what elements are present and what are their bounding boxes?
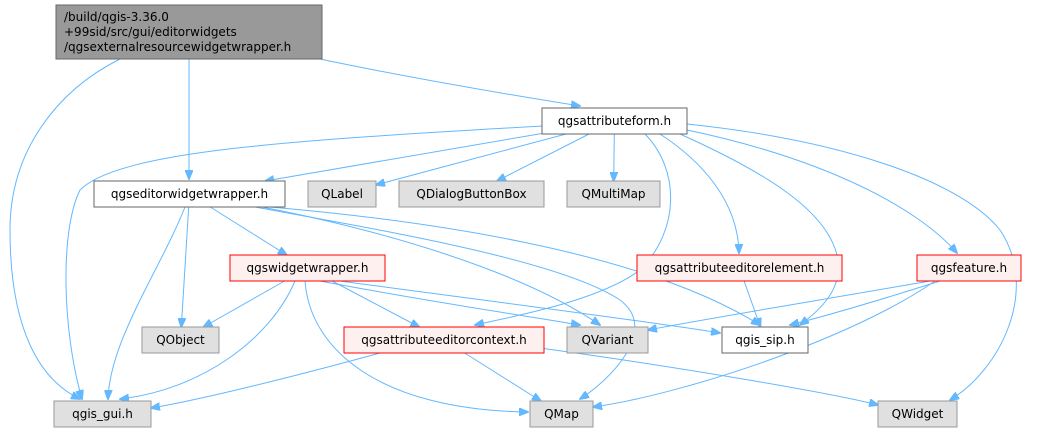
edge-feature-to-qmap <box>593 280 936 407</box>
edge-attributeeditorcontext-to-qgis_gui <box>151 352 381 408</box>
node-label: qgseditorwidgetwrapper.h <box>111 187 268 201</box>
edge-root-to-qgis_gui <box>9 58 121 399</box>
edge-widgetwrapper-to-qobject <box>203 280 285 327</box>
edge-root-to-attributeform <box>319 58 580 106</box>
nodes-layer: /build/qgis-3.36.0+99sid/src/gui/editorw… <box>53 4 1022 428</box>
edge-attributeform-to-feature <box>686 129 957 253</box>
node-box <box>721 326 809 354</box>
node-attributeform[interactable]: qgsattributeform.h <box>541 107 688 135</box>
edge-editorwidgetwrapper-to-qgis_gui <box>108 206 186 399</box>
edge-attributeform-to-qgis_gui <box>65 125 543 399</box>
node-label: QMap <box>544 407 579 421</box>
edge-attributeform-to-editorwidgetwrapper <box>265 132 543 181</box>
node-label: /build/qgis-3.36.0 <box>64 10 169 24</box>
edge-widgetwrapper-to-qmap <box>304 280 528 412</box>
node-qmap[interactable]: QMap <box>529 400 594 428</box>
node-feature[interactable]: qgsfeature.h <box>916 254 1022 282</box>
node-editorwidgetwrapper[interactable]: qgseditorwidgetwrapper.h <box>93 180 286 208</box>
edge-widgetwrapper-to-qvariant <box>319 280 580 325</box>
edge-attributeform-to-attributeeditorcontext <box>475 133 672 325</box>
node-qgis_sip[interactable]: qgis_sip.h <box>721 326 809 354</box>
node-box <box>636 254 843 282</box>
node-label: qgsattributeeditorelement.h <box>655 261 825 275</box>
node-box <box>53 400 152 428</box>
node-label: qgsfeature.h <box>931 261 1007 275</box>
node-label: qgsattributeform.h <box>558 114 671 128</box>
node-box <box>566 326 649 354</box>
edge-attributeform-to-qwidget <box>686 123 1017 400</box>
edge-attributeform-to-qlabel <box>376 133 567 185</box>
node-box <box>307 180 377 208</box>
edge-widgetwrapper-to-qgis_sip <box>339 280 720 333</box>
edge-attributeeditorelement-to-qgis_sip <box>743 280 760 327</box>
node-qdialogbuttonbox[interactable]: QDialogButtonBox <box>398 180 545 208</box>
node-box <box>566 180 661 208</box>
edge-feature-to-qvariant <box>648 280 931 330</box>
node-label: QMultiMap <box>581 187 645 201</box>
node-box <box>93 180 286 208</box>
edge-attributeform-to-attributeeditorelement <box>659 133 739 253</box>
node-label: +99sid/src/gui/editorwidgets <box>64 25 237 39</box>
node-qobject[interactable]: QObject <box>141 326 220 354</box>
node-box <box>141 326 220 354</box>
node-box <box>541 107 688 135</box>
node-qgis_gui[interactable]: qgis_gui.h <box>53 400 152 428</box>
node-label: QWidget <box>892 407 944 421</box>
edge-editorwidgetwrapper-to-widgetwrapper <box>209 206 287 255</box>
edge-attributeeditorcontext-to-qwidget <box>539 347 878 405</box>
node-label: QLabel <box>321 187 363 201</box>
node-box <box>398 180 545 208</box>
edge-widgetwrapper-to-qgis_gui <box>120 280 296 399</box>
node-qmultimap[interactable]: QMultiMap <box>566 180 661 208</box>
node-label: QObject <box>156 333 205 347</box>
edge-widgetwrapper-to-attributeeditorcontext <box>331 280 419 327</box>
node-root[interactable]: /build/qgis-3.36.0+99sid/src/gui/editorw… <box>55 4 323 60</box>
edge-feature-to-qgis_sip <box>790 280 941 325</box>
node-attributeeditorcontext[interactable]: qgsattributeeditorcontext.h <box>343 326 545 354</box>
edge-attributeform-to-qgis_sip <box>679 133 839 325</box>
node-attributeeditorelement[interactable]: qgsattributeeditorelement.h <box>636 254 843 282</box>
node-box <box>877 400 958 428</box>
node-box <box>343 326 545 354</box>
node-qwidget[interactable]: QWidget <box>877 400 958 428</box>
node-label: QVariant <box>581 333 633 347</box>
node-label: /qgsexternalresourcewidgetwrapper.h <box>64 40 291 54</box>
edge-editorwidgetwrapper-to-qgis_sip <box>269 206 760 325</box>
node-box <box>529 400 594 428</box>
node-box <box>916 254 1022 282</box>
node-label: qgsattributeeditorcontext.h <box>361 333 527 347</box>
node-box <box>229 254 386 282</box>
node-label: qgis_sip.h <box>735 333 794 347</box>
node-qlabel[interactable]: QLabel <box>307 180 377 208</box>
edge-attributeeditorcontext-to-qmap <box>464 352 541 401</box>
node-label: qgswidgetwrapper.h <box>247 261 369 275</box>
edge-attributeform-to-qdialogbuttonbox <box>497 133 590 181</box>
node-box <box>55 4 323 60</box>
edge-attributeform-to-qmultimap <box>614 133 615 181</box>
node-qvariant[interactable]: QVariant <box>566 326 649 354</box>
node-label: QDialogButtonBox <box>416 187 526 201</box>
edges-layer <box>9 58 1017 412</box>
node-widgetwrapper[interactable]: qgswidgetwrapper.h <box>229 254 386 282</box>
node-label: qgis_gui.h <box>72 407 133 421</box>
edge-editorwidgetwrapper-to-qobject <box>181 206 190 327</box>
edge-editorwidgetwrapper-to-qmap <box>254 206 636 399</box>
